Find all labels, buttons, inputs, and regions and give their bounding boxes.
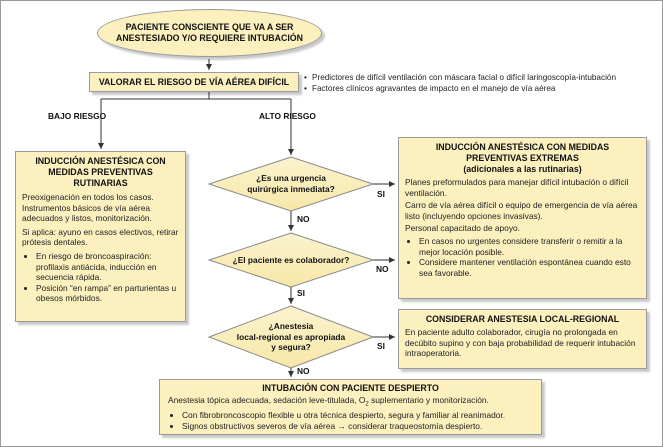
- low-risk-label: BAJO RIESGO: [48, 111, 107, 121]
- decision2-line-1: ¿El paciente es colaborador?: [232, 255, 350, 265]
- low-risk-text-1: Preoxigenación en todos los casos.: [22, 192, 154, 202]
- awake-text-part-1: Anestesia tópica adecuada, sedación leve…: [168, 395, 366, 405]
- low-risk-bullet: Posición “en rampa” en parturientas u ob…: [36, 283, 179, 304]
- awake-bullet: Signos obstructivos severos de vía aérea…: [182, 421, 533, 432]
- awake-text-subscript: 2: [365, 401, 369, 408]
- decision2-no-label: NO: [376, 264, 389, 274]
- decision3-yes-label: SI: [377, 341, 385, 351]
- decision2-yes-label: SI: [297, 288, 305, 298]
- decision3-line-1: ¿Anestesia: [268, 321, 314, 331]
- extreme-title-1: INDUCCIÓN ANESTÉSICA CON MEDIDAS: [435, 142, 610, 152]
- assess-risk-label: VALORAR EL RIESGO DE VÍA AÉREA DIFÍCIL: [98, 76, 290, 87]
- decision2-question: ¿El paciente es colaborador?: [219, 255, 363, 266]
- awake-text-part-2: suplementario y monitorización.: [368, 395, 489, 405]
- start-terminal: PACIENTE CONSCIENTE QUE VA A SER ANESTES…: [97, 9, 322, 57]
- low-risk-bullet: En riesgo de broncoaspiración: profilaxi…: [36, 251, 179, 283]
- decision1-no-label: NO: [297, 214, 310, 224]
- awake-bullet: Con fibrobroncoscopio flexible u otra té…: [182, 410, 533, 421]
- extreme-title-2: PREVENTIVAS EXTREMAS: [466, 153, 579, 163]
- decision3-question: ¿Anestesia local-regional es apropiada y…: [229, 321, 353, 353]
- high-risk-label: ALTO RIESGO: [259, 111, 316, 121]
- assess-risk-box: VALORAR EL RIESGO DE VÍA AÉREA DIFÍCIL: [89, 72, 299, 92]
- extreme-title-3: (adicionales a las rutinarias): [463, 164, 582, 174]
- awake-title: INTUBACIÓN CON PACIENTE DESPIERTO: [262, 383, 439, 393]
- decision1-question: ¿Es una urgencia quirúrgica inmediata?: [229, 173, 353, 194]
- predictor-item: Factores clínicos agravantes de impacto …: [304, 83, 616, 94]
- extreme-text-1: Planes preformulados para manejar difíci…: [405, 177, 629, 198]
- decision1-line-2: quirúrgica inmediata?: [247, 183, 335, 194]
- predictors-list: Predictores de difícil ventilación con m…: [304, 72, 616, 94]
- extreme-bullet: Considere mantener ventilación espontáne…: [419, 257, 640, 278]
- regional-title: CONSIDERAR ANESTESIA LOCAL-REGIONAL: [425, 314, 620, 324]
- low-risk-title-1: INDUCCIÓN ANESTÉSICA CON: [35, 156, 166, 166]
- low-risk-text-2: Instrumentos básicos de vía aérea adecua…: [22, 202, 152, 224]
- low-risk-induction-box: INDUCCIÓN ANESTÉSICA CON MEDIDAS PREVENT…: [15, 151, 186, 322]
- extreme-text-3: Personal capacitado de apoyo.: [405, 223, 521, 234]
- decision3-line-2: local-regional es apropiada: [236, 331, 346, 342]
- low-risk-title-2: MEDIDAS PREVENTIVAS RUTINARIAS: [48, 167, 153, 188]
- awake-intubation-box: INTUBACIÓN CON PACIENTE DESPIERTO Aneste…: [159, 379, 542, 435]
- extreme-bullet: En casos no urgentes considere transferi…: [419, 236, 640, 257]
- decision3-no-label: NO: [297, 366, 310, 376]
- extreme-text-2: Carro de vía aérea difícil o equipo de e…: [405, 200, 638, 221]
- regional-text: En paciente adulto colaborador, cirugía …: [405, 327, 636, 359]
- awake-text: Anestesia tópica adecuada, sedación leve…: [168, 395, 533, 410]
- decision1-yes-label: SI: [377, 189, 385, 199]
- local-regional-box: CONSIDERAR ANESTESIA LOCAL-REGIONAL En p…: [398, 309, 647, 369]
- extreme-measures-box: INDUCCIÓN ANESTÉSICA CON MEDIDAS PREVENT…: [398, 137, 647, 299]
- decision1-line-1: ¿Es una urgencia: [256, 173, 326, 183]
- start-line-2: ANESTESIADO Y/O REQUIERE INTUBACIÓN: [115, 33, 304, 43]
- predictor-item: Predictores de difícil ventilación con m…: [304, 72, 616, 83]
- start-line-1: PACIENTE CONSCIENTE QUE VA A SER: [125, 22, 294, 32]
- low-risk-text-3: Si aplica: ayuno en casos electivos, ret…: [22, 226, 179, 248]
- decision3-line-3: y segura?: [271, 342, 311, 352]
